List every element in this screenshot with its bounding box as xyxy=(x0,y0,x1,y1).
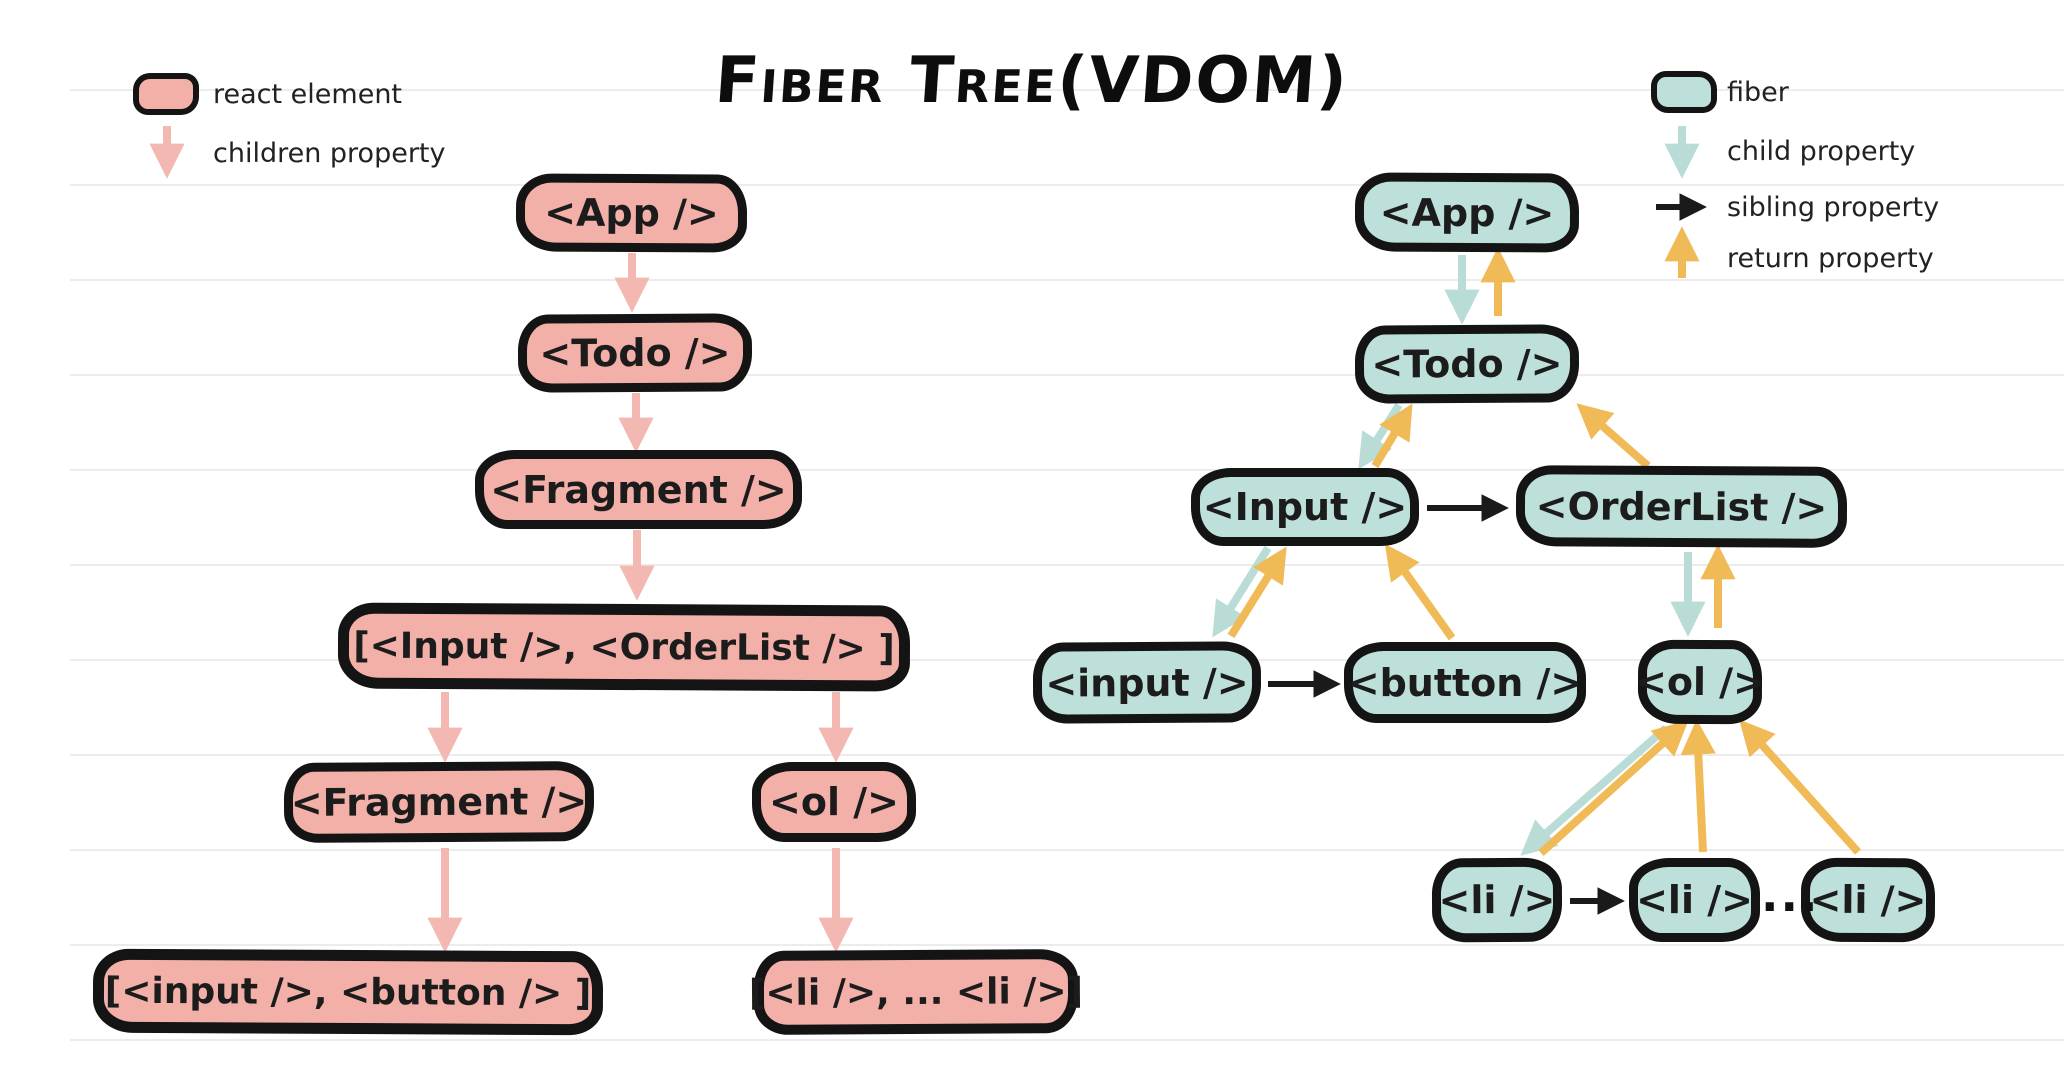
return-arrow-inputel-input xyxy=(1227,546,1287,639)
legend-sibling-property-label: sibling property xyxy=(1727,192,1940,223)
return-arrow-li3-ol xyxy=(1739,719,1861,855)
child-arrow-todo-input xyxy=(1358,402,1403,470)
fiber-node-input: <Input /> xyxy=(1193,470,1417,544)
fiber-node-button: <button /> xyxy=(1346,644,1584,721)
return-arrow-li1-ol xyxy=(1538,720,1689,856)
child-arrow-ol-li1 xyxy=(1520,724,1669,856)
fiber-node-li2: <li /> xyxy=(1631,860,1758,940)
return-arrow-button-input xyxy=(1384,543,1456,641)
return-arrow-li2-ol xyxy=(1680,719,1716,853)
li-ellipsis: ... xyxy=(1761,868,1820,922)
fiber-node-orderlist: <OrderList /> xyxy=(1517,467,1846,546)
react-node-input-button-array: [<input />, <button /> ] xyxy=(94,950,602,1034)
fiber-node-li3: <li /> xyxy=(1802,859,1934,941)
fiber-node-li1: <li /> xyxy=(1433,859,1561,941)
fiber-node-app: <App /> xyxy=(1356,174,1578,251)
react-node-ol: <ol /> xyxy=(754,764,914,840)
react-node-children-array: [<Input />, <OrderList /> ] xyxy=(339,604,909,690)
fiber-node-ol: <ol /> xyxy=(1635,641,1765,723)
legend-react-element-label: react element xyxy=(213,79,403,110)
react-node-todo: <Todo /> xyxy=(519,315,751,391)
react-node-li-array: [<li />, ... <li />] xyxy=(749,951,1083,1033)
legend-react-element-swatch xyxy=(134,74,198,114)
legend-fiber-swatch xyxy=(1652,72,1716,112)
legend-child-property-label: child property xyxy=(1727,136,1916,167)
legend-fiber-label: fiber xyxy=(1727,77,1789,108)
legend-return-property-label: return property xyxy=(1727,243,1934,274)
legend-children-property-label: children property xyxy=(213,138,446,169)
return-arrow-orderlist-todo xyxy=(1576,403,1651,470)
react-node-app: <App /> xyxy=(517,175,746,251)
fiber-node-todo: <Todo /> xyxy=(1356,326,1578,402)
react-node-fragment2: <Fragment /> xyxy=(285,763,593,841)
return-arrow-input-todo xyxy=(1371,403,1413,469)
fiber-node-input-el: <input /> xyxy=(1034,643,1260,722)
react-node-fragment: <Fragment /> xyxy=(477,452,800,527)
diagram-title: Fiber Tree(VDOM) xyxy=(712,44,1352,118)
child-arrow-input-inputel xyxy=(1212,545,1272,638)
